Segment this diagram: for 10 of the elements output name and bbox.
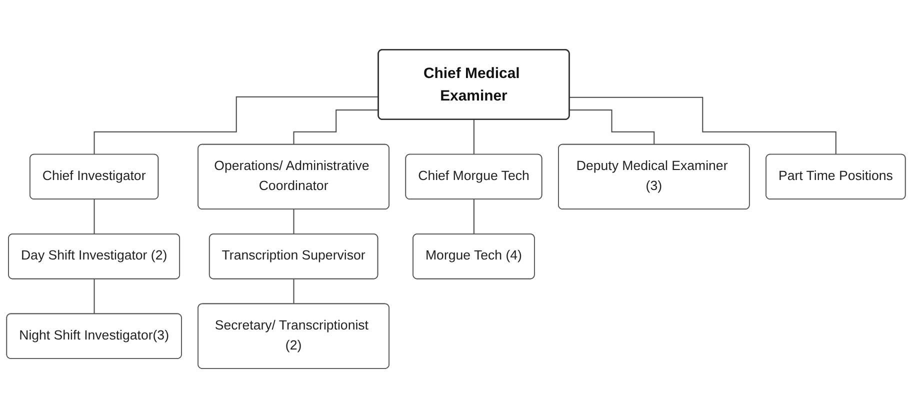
connector — [94, 199, 95, 236]
connector — [473, 199, 475, 236]
connector — [94, 279, 95, 316]
connector — [293, 110, 380, 146]
connector — [569, 97, 837, 156]
connector — [94, 96, 380, 156]
connector — [293, 279, 294, 306]
connector — [569, 110, 655, 146]
connector — [473, 120, 475, 156]
connector — [293, 209, 294, 236]
